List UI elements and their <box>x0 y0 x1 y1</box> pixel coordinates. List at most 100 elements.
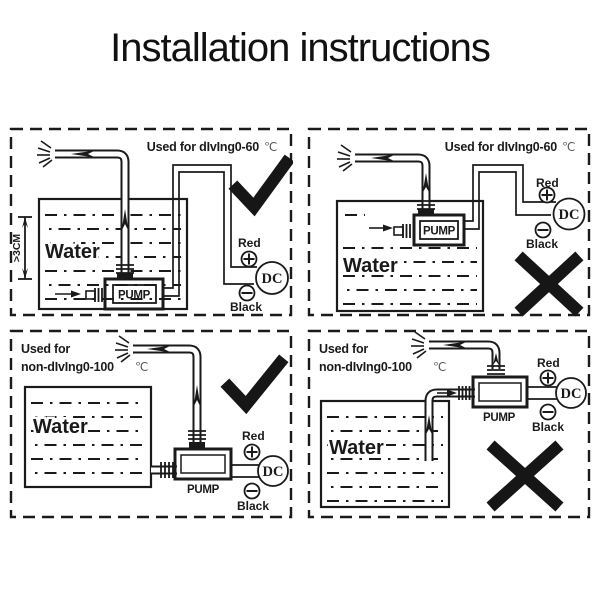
dc-connector: Red DC Black <box>230 236 289 314</box>
water-pattern <box>327 416 443 502</box>
flow-arrow-left <box>371 154 395 162</box>
positive-wire-label: Red <box>238 236 261 250</box>
degree-unit: ℃ <box>562 140 575 154</box>
minus-symbol-icon <box>243 482 261 500</box>
water-label: Water <box>33 416 88 438</box>
plus-symbol-icon <box>243 443 261 461</box>
pump-label: PUMP <box>187 484 220 496</box>
dc-label: DC <box>559 207 580 223</box>
dc-connector: Red DC Black <box>532 356 587 434</box>
negative-wire-label: Black <box>532 420 564 434</box>
outlet-pipe <box>115 335 206 449</box>
pump-collar <box>418 209 434 216</box>
dc-connector: Red DC Black <box>237 429 289 513</box>
spray-nozzle-icon <box>411 331 427 359</box>
degree-unit: ℃ <box>264 140 277 154</box>
flow-arrow-right <box>437 389 457 397</box>
water-tank: Water <box>23 385 153 489</box>
panel-border <box>9 329 293 519</box>
water-tank: Water <box>335 199 485 313</box>
panel-caption-line2: non-dIvIng0-100 <box>319 360 412 374</box>
power-wire <box>464 164 556 230</box>
pump-body <box>471 375 529 409</box>
panel-non-diving-correct: Used for non-dIvIng0-100 ℃ Water <box>9 329 293 519</box>
depth-annotation: >3CM <box>11 216 32 280</box>
panel-caption-line1: Used for <box>319 342 368 356</box>
water-tank: Water <box>319 399 451 509</box>
cross-icon <box>514 251 584 317</box>
panel-non-diving-wrong: Used for non-dIvIng0-100 ℃ Water <box>307 329 591 519</box>
pump-inlet <box>393 224 415 238</box>
water-label: Water <box>343 255 398 277</box>
check-icon <box>220 354 289 415</box>
dc-label: DC <box>561 386 582 402</box>
suction-pipe <box>424 386 475 461</box>
pump: PUMP <box>471 375 529 424</box>
panel-border <box>9 127 293 317</box>
panel-caption-line1: Used for <box>21 342 70 356</box>
pump-body <box>173 447 233 481</box>
plus-symbol-icon <box>538 186 556 204</box>
minus-symbol-icon <box>238 284 256 302</box>
water-label: Water <box>45 241 100 263</box>
dc-plug-icon <box>555 377 587 409</box>
water-label: Water <box>329 437 384 459</box>
outlet-pipe <box>37 140 130 277</box>
outlet-pipe <box>411 331 505 375</box>
panel-caption: Used for dIvIng0-60 <box>147 140 259 154</box>
minus-symbol-icon <box>534 221 552 239</box>
negative-wire-label: Black <box>237 499 269 513</box>
water-pattern <box>343 214 477 305</box>
check-icon <box>228 154 293 217</box>
pump: PUMP <box>173 447 233 496</box>
water-flow-arrow <box>55 290 81 298</box>
dc-plug-icon <box>552 197 586 231</box>
spray-nozzle-icon <box>115 335 131 363</box>
panel-caption: Used for dIvIng0-60 <box>445 140 557 154</box>
degree-unit: ℃ <box>135 360 148 374</box>
plus-symbol-icon <box>539 369 557 387</box>
positive-wire-label: Red <box>537 356 560 370</box>
pump-label: PUMP <box>118 290 151 302</box>
spray-nozzle-icon <box>37 140 53 168</box>
panel-caption-line2: non-dIvIng0-100 <box>21 360 114 374</box>
page-title: Installation instructions <box>110 26 491 70</box>
power-wire <box>527 386 557 400</box>
pump-label: PUMP <box>423 226 456 238</box>
positive-wire-label: Red <box>536 176 559 190</box>
panel-diving-wrong: Used for dIvIng0-60 ℃ Water <box>307 127 591 317</box>
water-pattern <box>31 402 145 474</box>
panel-border <box>307 127 591 317</box>
flow-arrow-up <box>193 385 201 407</box>
flow-arrow-up <box>422 173 430 193</box>
power-wire <box>231 464 259 478</box>
flow-arrow-up <box>121 209 129 231</box>
pump: PUMP <box>55 264 165 311</box>
dc-label: DC <box>262 271 283 287</box>
dc-label: DC <box>263 464 284 480</box>
spray-nozzle-icon <box>337 144 353 172</box>
negative-wire-label: Black <box>526 237 558 251</box>
pump-collar <box>117 273 133 280</box>
pump-collar <box>189 442 205 449</box>
pump-label: PUMP <box>483 412 516 424</box>
panel-border <box>307 329 591 519</box>
flow-arrow-left <box>147 345 171 353</box>
pump-inlet <box>85 288 107 302</box>
panel-diving-correct: Used for dIvIng0-60 ℃ Water >3CM <box>9 127 293 317</box>
dc-plug-icon <box>255 261 289 295</box>
depth-label: >3CM <box>11 234 23 263</box>
minus-symbol-icon <box>539 403 557 421</box>
flow-arrow-left <box>71 150 95 158</box>
outlet-pipe <box>337 144 431 211</box>
water-flow-arrow <box>369 224 393 232</box>
power-wire <box>163 164 257 297</box>
pump: PUMP <box>369 200 466 247</box>
negative-wire-label: Black <box>230 300 262 314</box>
flow-arrow-up <box>425 415 433 435</box>
flow-arrow-up <box>493 353 499 365</box>
positive-wire-label: Red <box>242 429 265 443</box>
dc-plug-icon <box>257 455 289 487</box>
dc-connector: Red DC Black <box>526 176 586 251</box>
